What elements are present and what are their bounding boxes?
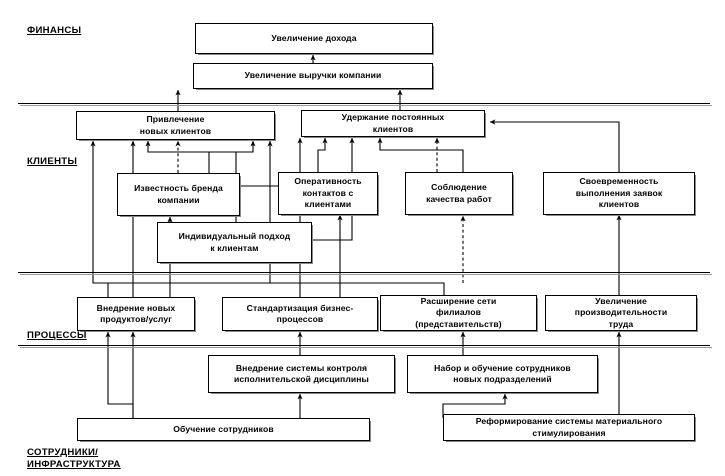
divider-finance-clients: [18, 103, 712, 106]
node-branch-network[interactable]: Расширение сети филиалов (представительс…: [380, 295, 537, 331]
node-new-products[interactable]: Внедрение новых продуктов/услуг: [77, 297, 195, 331]
node-retain-clients[interactable]: Удержание постоянных клиентов: [301, 110, 485, 137]
node-timeliness[interactable]: Своевременность выполнения заявок клиент…: [543, 172, 695, 215]
edge-timeliness-to-retain: [489, 119, 620, 172]
node-revenue[interactable]: Увеличение выручки компании: [193, 63, 433, 89]
node-brand-awareness[interactable]: Известность бренда компании: [117, 173, 240, 216]
node-recruiting[interactable]: Набор и обучение сотрудников новых подра…: [407, 355, 598, 393]
divider-clients-processes: [18, 272, 712, 275]
edge-contacts-to-retain: [317, 137, 328, 172]
node-staff-training[interactable]: Обучение сотрудников: [77, 418, 370, 441]
perspective-label-finance: ФИНАНСЫ: [27, 25, 82, 36]
node-new-clients[interactable]: Привлечение новых клиентов: [76, 111, 275, 140]
node-work-quality[interactable]: Соблюдение качества работ: [405, 172, 513, 215]
node-discipline-control[interactable]: Внедрение системы контроля исполнительск…: [208, 355, 395, 393]
perspective-label-processes: ПРОЦЕССЫ: [27, 330, 87, 341]
node-contact-promptness[interactable]: Оперативность контактов с клиентами: [278, 172, 378, 215]
node-standardization[interactable]: Стандартизация бизнес- процессов: [222, 297, 378, 331]
node-income[interactable]: Увеличение дохода: [195, 23, 433, 54]
node-motivation-reform[interactable]: Реформирование системы материального сти…: [443, 414, 695, 441]
perspective-label-clients: КЛИЕНТЫ: [27, 156, 78, 167]
perspective-label-staff: СОТРУДНИКИ/ ИНФРАСТРУКТУРА: [27, 447, 121, 470]
node-productivity[interactable]: Увеличение производительности труда: [545, 295, 697, 331]
edge-quality-to-retain: [377, 137, 464, 172]
divider-processes-staff: [18, 345, 712, 348]
node-individual-approach[interactable]: Индивидуальный подход к клиентам: [157, 222, 312, 263]
